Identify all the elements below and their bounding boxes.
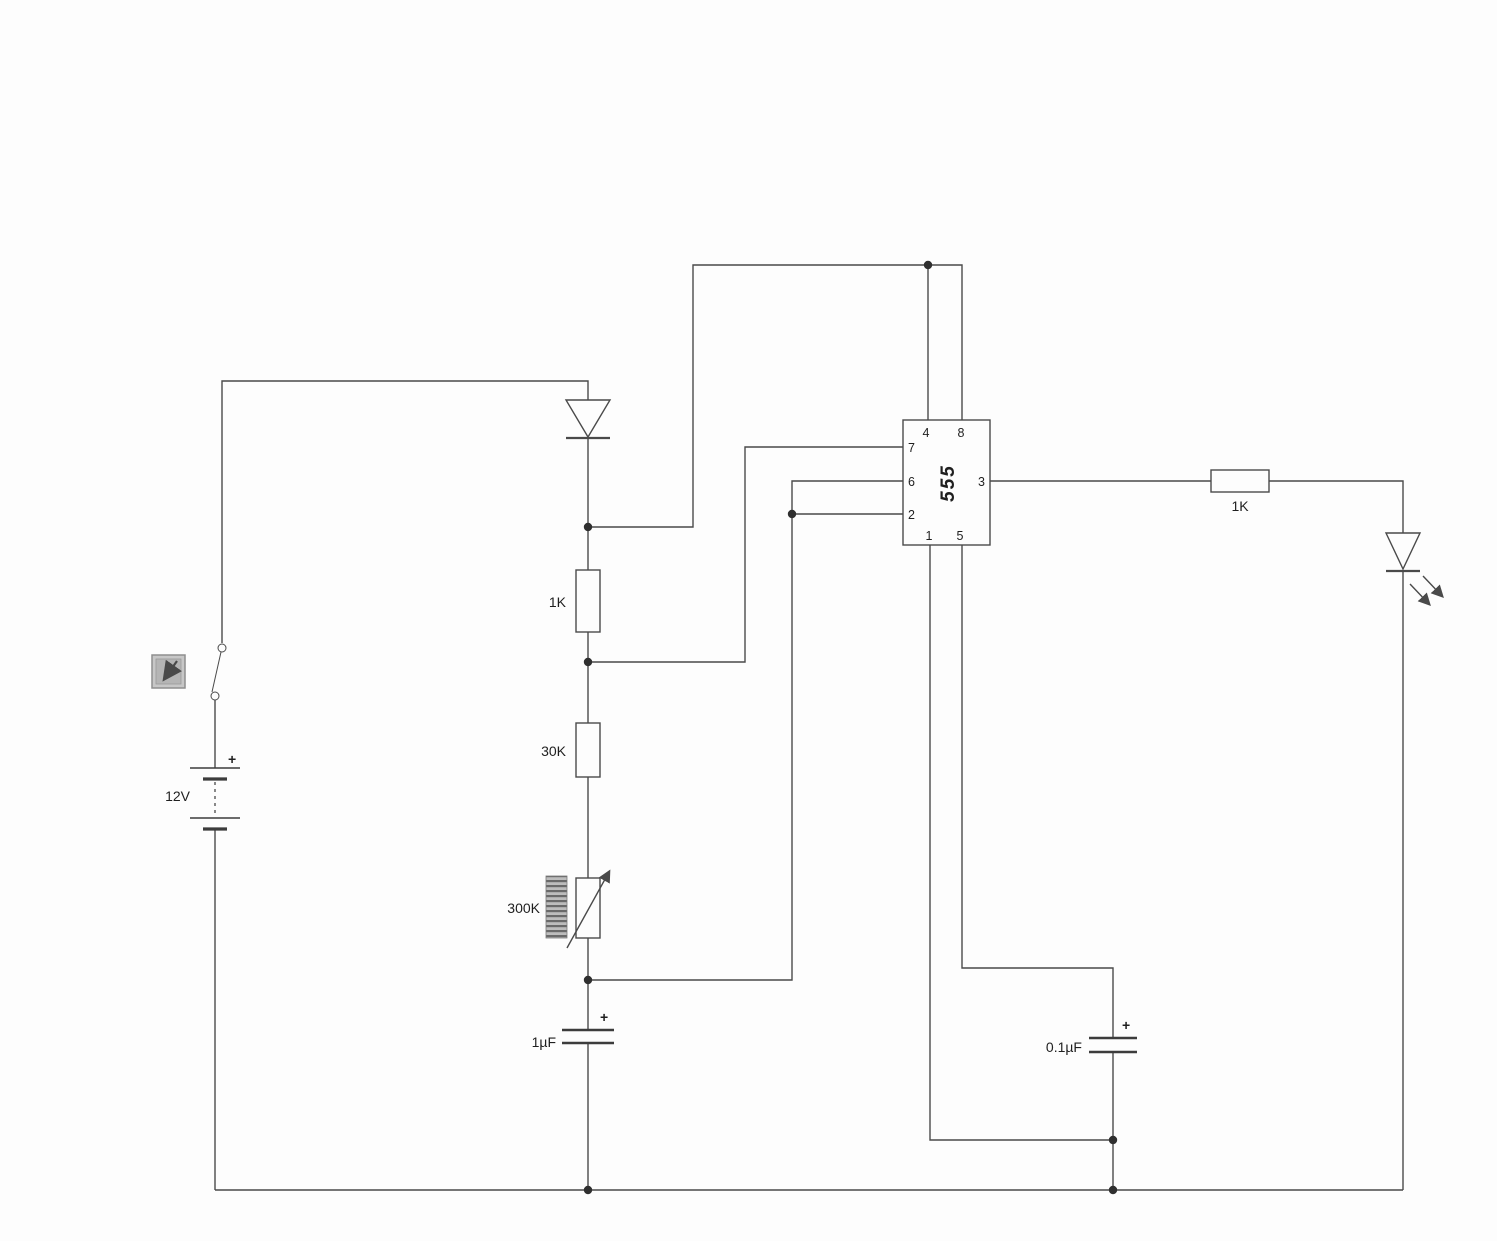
resistor-r2 xyxy=(575,722,601,778)
battery-symbol xyxy=(190,767,240,831)
ic-pin6-label: 6 xyxy=(908,475,915,489)
resistor-r3 xyxy=(1210,469,1270,493)
junction-dot xyxy=(1108,1135,1118,1145)
switch-lever[interactable] xyxy=(211,651,222,693)
junction-dot xyxy=(1108,1185,1118,1195)
led-emission-arrow-icon xyxy=(1422,575,1444,599)
switch-actuator-arrow-icon xyxy=(162,659,182,682)
junction-dot xyxy=(583,1185,593,1195)
junction-dot xyxy=(583,522,593,532)
battery-plus-sign: + xyxy=(228,751,236,767)
ic-name-label: 555 xyxy=(938,464,959,502)
resistor-r3-label: 1K xyxy=(1231,498,1249,514)
ic-pin2-label: 2 xyxy=(908,508,915,522)
wire xyxy=(588,446,903,663)
junction-dot xyxy=(787,509,797,519)
wire xyxy=(588,264,963,528)
potentiometer-label: 300K xyxy=(507,900,540,916)
diode-symbol xyxy=(564,399,612,440)
ic-pin8-label: 8 xyxy=(958,426,965,440)
junction-dot xyxy=(923,260,933,270)
resistor-body xyxy=(575,569,601,633)
led-triangle xyxy=(1384,532,1422,571)
pot-slider-body[interactable] xyxy=(545,875,568,939)
wire xyxy=(221,380,589,643)
diode-triangle xyxy=(564,399,612,439)
potentiometer-300k xyxy=(566,869,611,949)
capacitor-c2 xyxy=(1089,1036,1137,1054)
pot-slider-icon[interactable] xyxy=(545,875,568,939)
ic-pin4-label: 4 xyxy=(923,426,930,440)
resistor-body xyxy=(575,722,601,778)
capacitor-c1-label: 1µF xyxy=(532,1034,556,1050)
wires xyxy=(214,264,1404,1191)
ic-pin3-label: 3 xyxy=(978,475,985,489)
junction-dot xyxy=(583,975,593,985)
led-emission-arrow-icon xyxy=(1409,583,1431,607)
wire xyxy=(1269,480,1404,533)
resistor-r2-label: 30K xyxy=(541,743,567,759)
junction-dots xyxy=(583,260,1118,1195)
potentiometer-wiper-arrow xyxy=(566,869,611,949)
switch-contact xyxy=(217,643,227,653)
resistor-r1-label: 1K xyxy=(549,594,567,610)
capacitor-c2-label: 0.1µF xyxy=(1046,1039,1082,1055)
switch-actuator-icon[interactable] xyxy=(151,654,186,689)
switch-contact xyxy=(210,691,220,701)
ic-pin7-label: 7 xyxy=(908,441,915,455)
battery-voltage-label: 12V xyxy=(165,788,191,804)
wire xyxy=(929,545,1113,1141)
wire xyxy=(588,480,903,981)
ic-555: 555 4 8 7 6 2 1 5 3 xyxy=(902,419,991,546)
led-symbol xyxy=(1384,532,1444,607)
resistor-body xyxy=(1210,469,1270,493)
ic-pin5-label: 5 xyxy=(957,529,964,543)
resistor-r1 xyxy=(575,569,601,633)
ic-pin1-label: 1 xyxy=(926,529,933,543)
wire xyxy=(961,545,1114,1038)
junction-dot xyxy=(583,657,593,667)
capacitor-c1-plus-sign: + xyxy=(600,1009,608,1025)
capacitor-c2-plus-sign: + xyxy=(1122,1017,1130,1033)
switch-symbol[interactable] xyxy=(210,643,227,701)
resistor-body xyxy=(575,877,601,939)
capacitor-c1 xyxy=(562,1028,614,1045)
ic-body xyxy=(902,419,991,546)
